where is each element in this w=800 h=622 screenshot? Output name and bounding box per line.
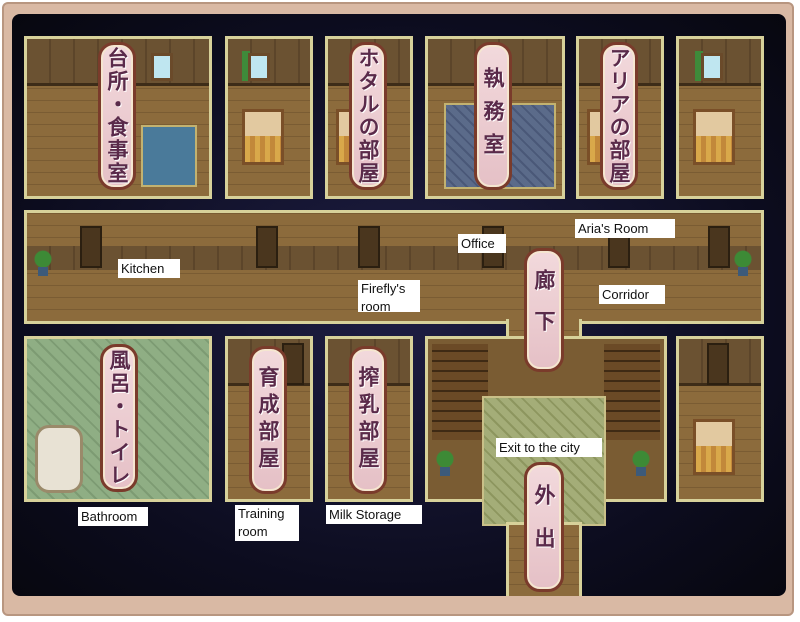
- spare-room-3[interactable]: [676, 336, 764, 502]
- office-jp-label[interactable]: 執務室: [474, 42, 512, 190]
- training-en-label: Training room: [235, 505, 299, 541]
- exit-en-label: Exit to the city: [496, 438, 602, 457]
- milk-jp-label[interactable]: 搾乳部屋: [349, 346, 387, 494]
- bathtub-icon: [35, 425, 83, 493]
- door-icon[interactable]: [708, 226, 730, 268]
- window-icon: [701, 53, 723, 81]
- milk-en-label: Milk Storage: [326, 505, 422, 524]
- door-icon[interactable]: [358, 226, 380, 268]
- corridor-en-label: Corridor: [599, 285, 665, 304]
- plant-icon: [436, 450, 454, 476]
- plant-icon: [34, 250, 52, 276]
- aria-jp-label[interactable]: アリアの部屋: [600, 42, 638, 190]
- training-jp-label[interactable]: 育成部屋: [249, 346, 287, 494]
- corridor-jp-label[interactable]: 廊下: [524, 248, 564, 372]
- bed-icon: [242, 109, 284, 165]
- spare-room-1[interactable]: [225, 36, 313, 199]
- firefly-jp-label[interactable]: ホタルの部屋: [349, 42, 387, 190]
- staircase-right[interactable]: [604, 344, 660, 440]
- window-icon: [248, 53, 270, 81]
- spare-room-2[interactable]: [676, 36, 764, 199]
- bathroom-jp-label[interactable]: 風呂・トイレ: [100, 344, 138, 492]
- kitchen-en-label: Kitchen: [118, 259, 180, 278]
- kitchen-jp-label[interactable]: 台所・食事室: [98, 42, 136, 190]
- aria-en-label: Aria's Room: [575, 219, 675, 238]
- door-icon[interactable]: [256, 226, 278, 268]
- exit-jp-label[interactable]: 外出: [524, 462, 564, 592]
- office-en-label: Office: [458, 234, 506, 253]
- bed-icon: [693, 419, 735, 475]
- dining-table: [141, 125, 197, 187]
- door-icon[interactable]: [707, 343, 729, 385]
- plant-icon: [632, 450, 650, 476]
- bathroom-en-label: Bathroom: [78, 507, 148, 526]
- staircase-left[interactable]: [432, 344, 488, 440]
- door-icon[interactable]: [80, 226, 102, 268]
- bed-icon: [693, 109, 735, 165]
- plant-icon: [734, 250, 752, 276]
- window-icon: [151, 53, 173, 81]
- firefly-en-label: Firefly's room: [358, 280, 420, 312]
